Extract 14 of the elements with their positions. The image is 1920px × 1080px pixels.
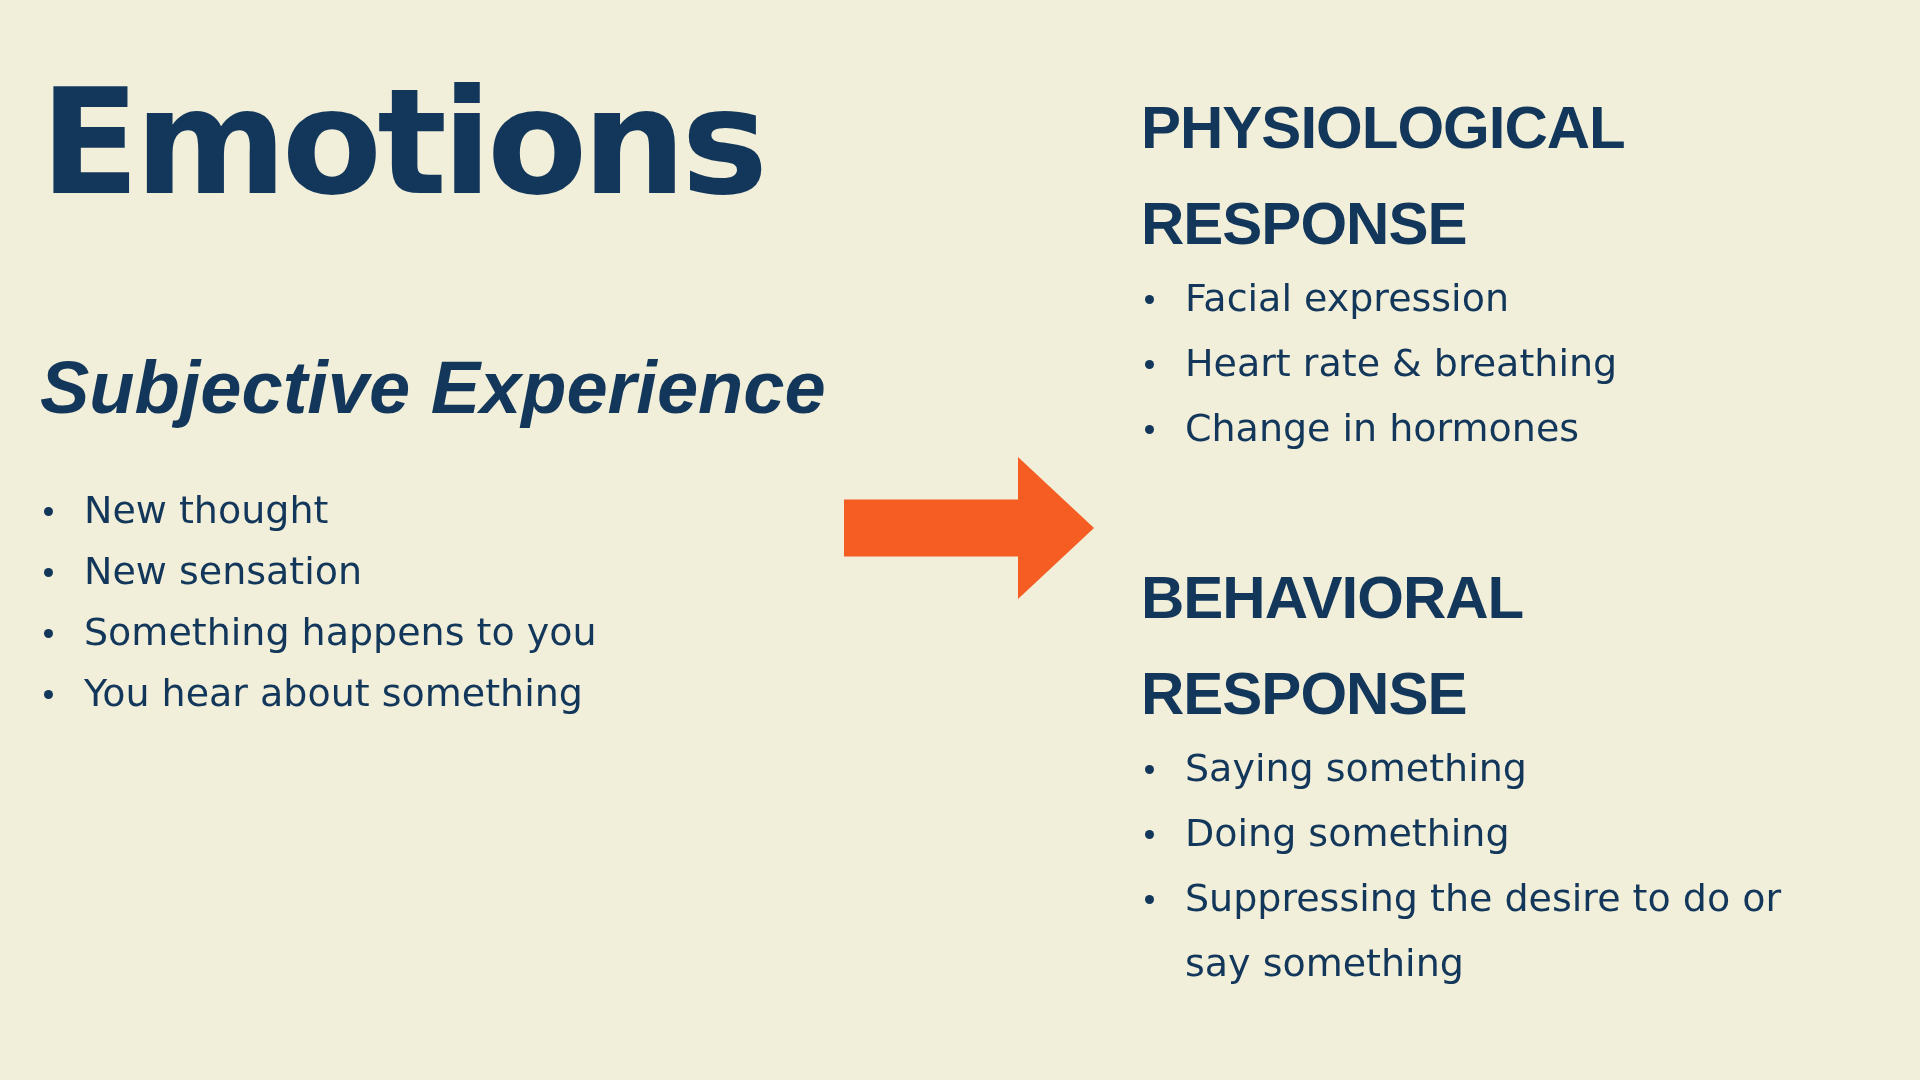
bullet-text: Saying something [1185, 745, 1527, 792]
bullet-text: Facial expression [1185, 275, 1509, 322]
bullet-text: Doing something [1185, 810, 1510, 857]
bullet-text: You hear about something [84, 670, 583, 717]
bullet-text: New thought [84, 487, 329, 534]
bullet-text: Suppressing the desire to do or say something [1185, 875, 1783, 987]
bullet-text: Change in hormones [1185, 405, 1580, 452]
section-heading: PHYSIOLOGICAL RESPONSE [1141, 93, 1625, 259]
title: Emotions [40, 62, 764, 223]
section-heading: BEHAVIORAL RESPONSE [1141, 563, 1524, 729]
section-heading: Subjective Experience [40, 345, 827, 430]
bullet-text: Heart rate & breathing [1185, 340, 1618, 387]
bullet-text: New sensation [84, 548, 363, 595]
bullet-text: Something happens to you [84, 609, 597, 656]
